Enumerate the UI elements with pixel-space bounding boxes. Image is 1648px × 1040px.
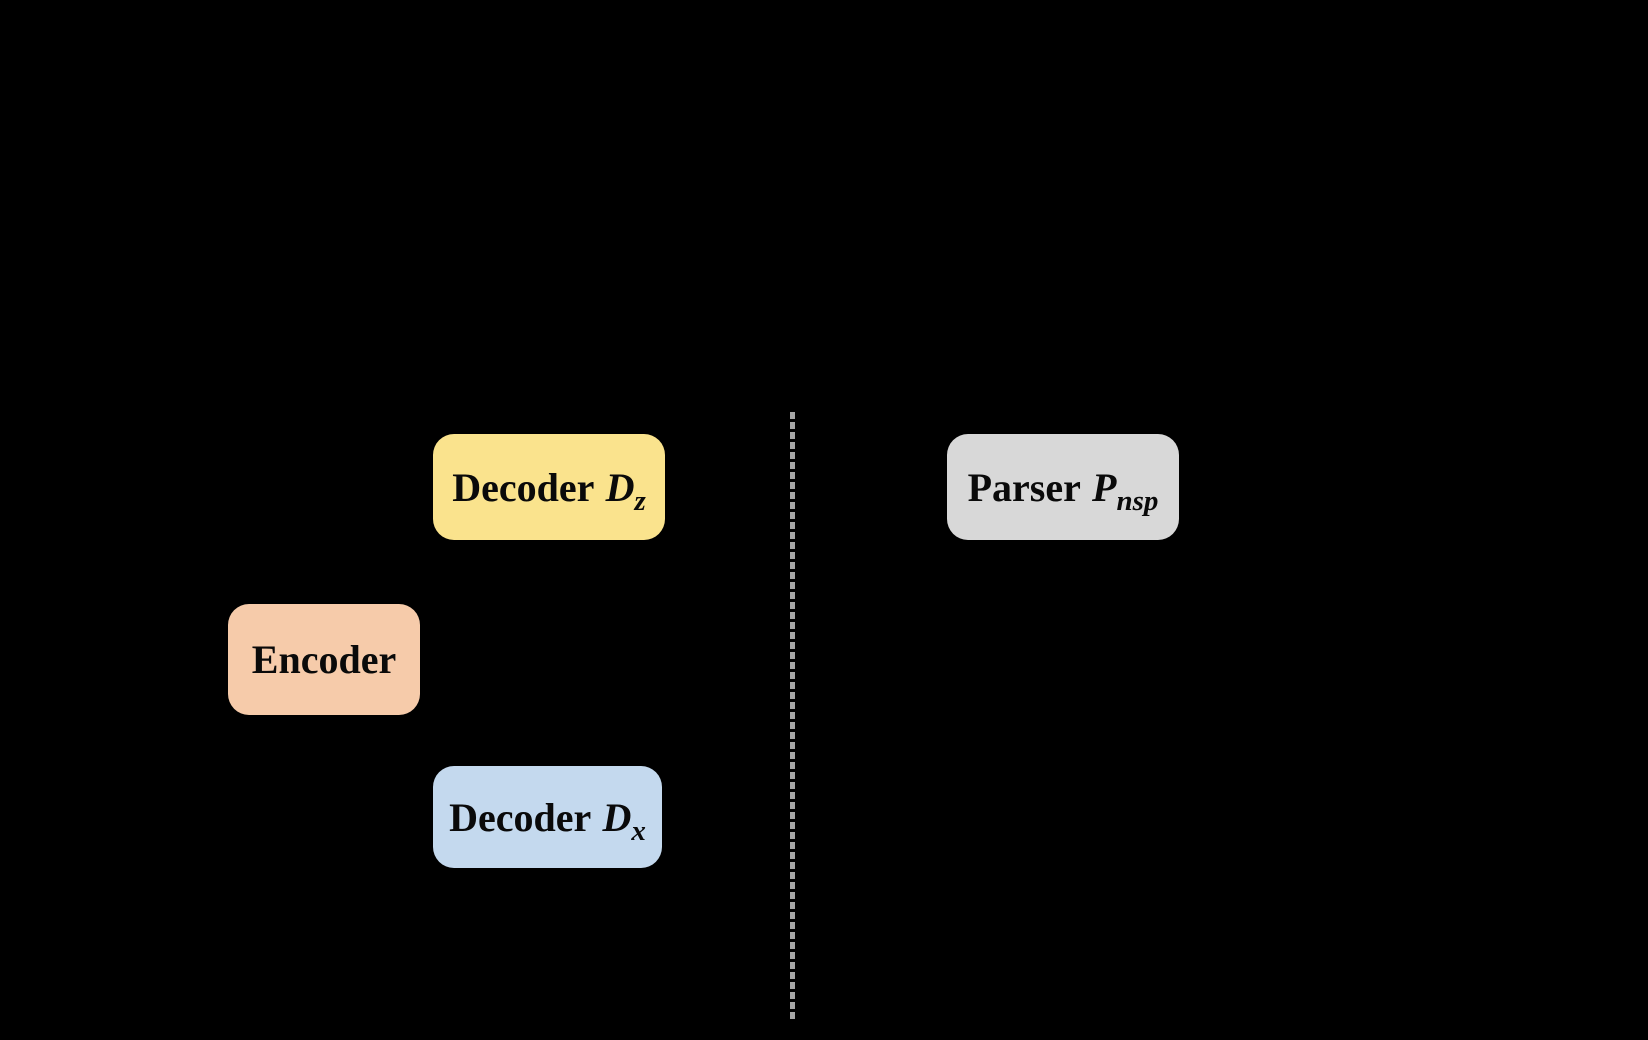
parser-subscript: nsp	[1116, 484, 1159, 517]
encoder-box: Encoder	[228, 604, 420, 715]
decoder-dx-label-text: Decoder	[449, 794, 592, 840]
dashed-divider-line	[790, 412, 795, 1019]
encoder-label: Encoder	[252, 636, 396, 683]
parser-symbol: P	[1092, 464, 1117, 510]
decoder-dz-symbol: D	[605, 464, 635, 510]
decoder-dz-subscript: z	[634, 484, 646, 517]
decoder-dx-subscript: x	[631, 814, 646, 847]
decoder-dx-symbol: D	[602, 794, 632, 840]
decoder-dz-label-text: Decoder	[452, 464, 595, 510]
encoder-label-text: Encoder	[251, 637, 397, 682]
parser-label-text: Parser	[967, 464, 1081, 510]
